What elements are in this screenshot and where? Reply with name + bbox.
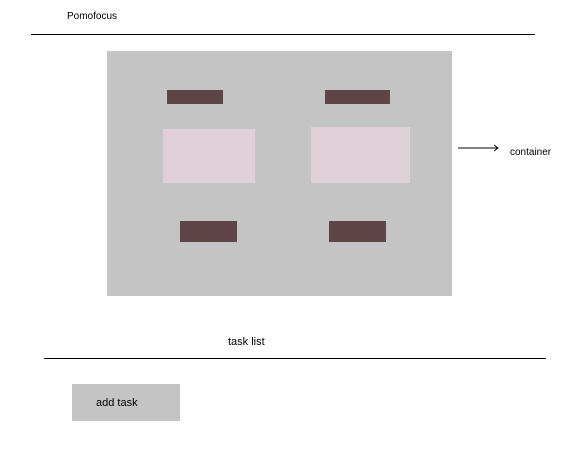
add-task-label: add task bbox=[96, 396, 138, 409]
task-list-heading: task list bbox=[228, 336, 265, 348]
left-display-panel bbox=[163, 129, 255, 183]
left-bottom-button-placeholder[interactable] bbox=[180, 221, 237, 242]
app-title: Pomofocus bbox=[67, 11, 118, 22]
task-list-divider bbox=[44, 358, 546, 359]
container-annotation-label: container bbox=[510, 147, 552, 158]
right-bottom-button-placeholder[interactable] bbox=[329, 221, 386, 242]
right-display-panel bbox=[311, 127, 410, 183]
header-divider bbox=[31, 34, 535, 35]
annotation-arrow-icon bbox=[458, 144, 499, 152]
add-task-button[interactable]: add task bbox=[72, 384, 180, 421]
left-top-button-placeholder[interactable] bbox=[167, 90, 223, 104]
right-top-button-placeholder[interactable] bbox=[325, 90, 390, 104]
